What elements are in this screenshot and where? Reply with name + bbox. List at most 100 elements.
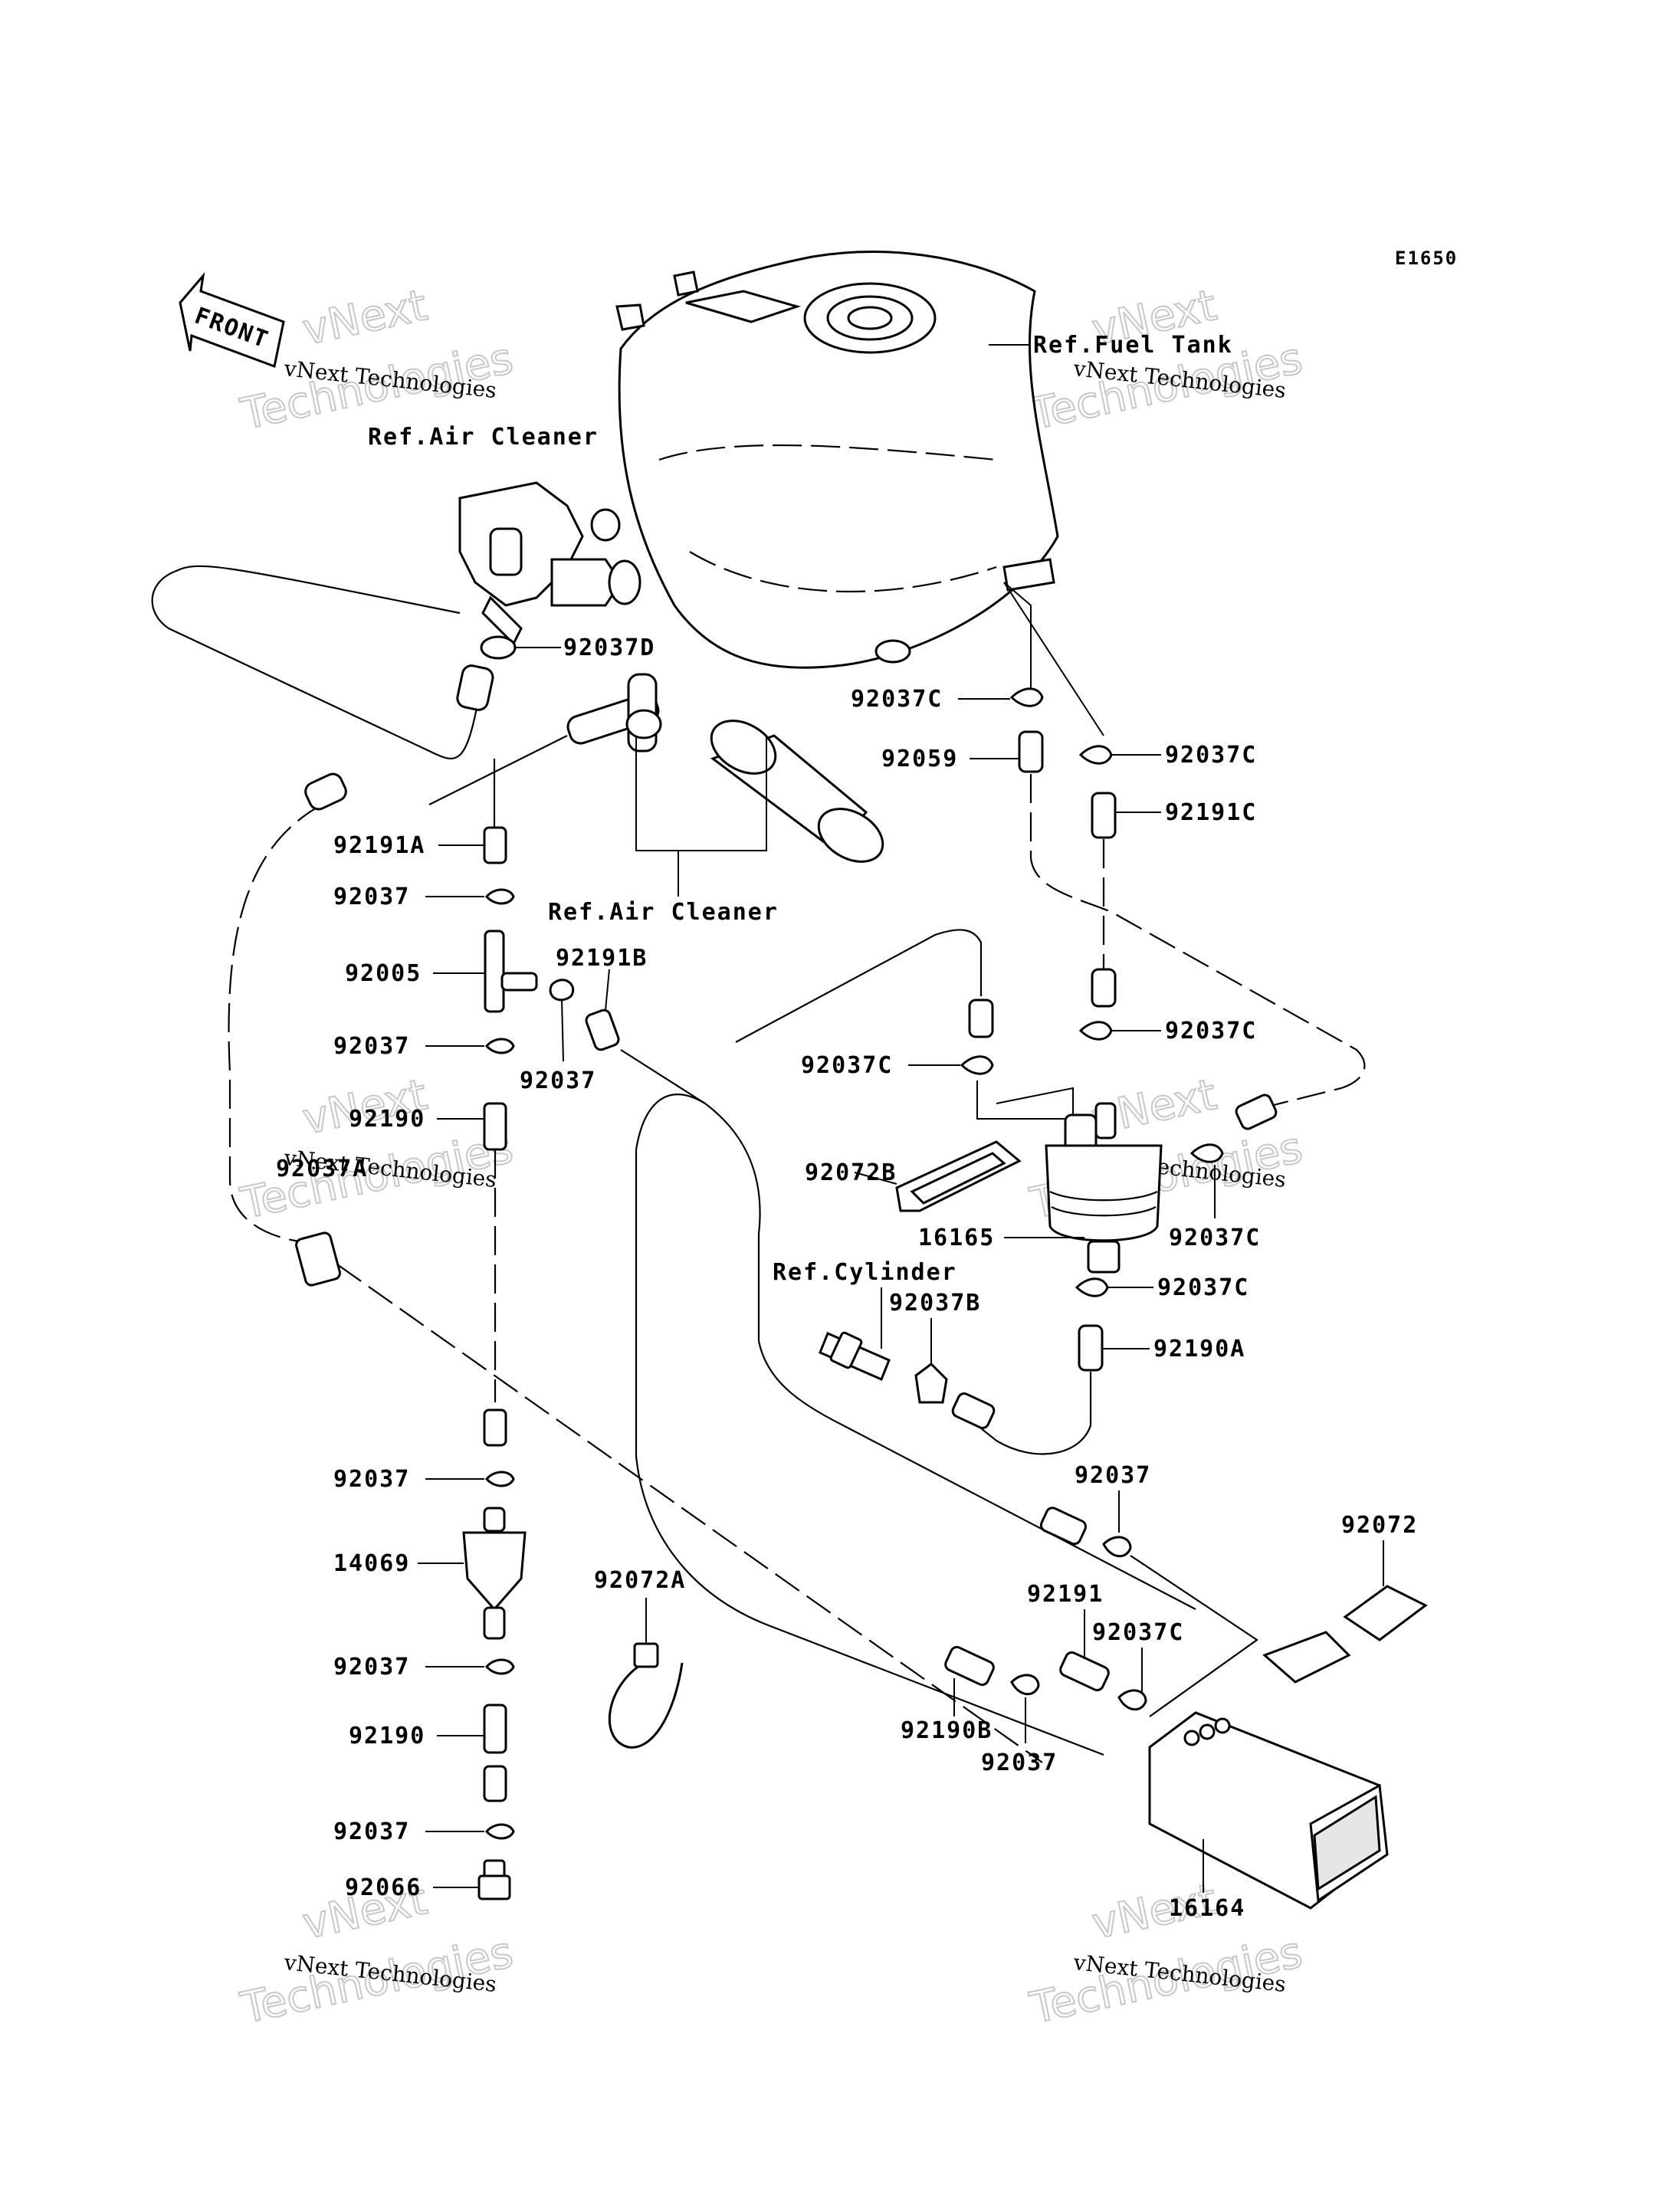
hose-92190A	[1078, 1324, 1104, 1372]
cap-92066	[477, 1859, 511, 1900]
hose-92191C-end	[1091, 968, 1117, 1008]
part-label-92059: 92059	[881, 746, 958, 772]
clamp-92037C-a	[1009, 687, 1044, 707]
svg-text:vNext: vNext	[298, 280, 431, 356]
front-arrow-icon: FRONT	[179, 272, 285, 369]
clamp-92037-g	[485, 1658, 515, 1675]
hose-92190-b	[483, 1703, 507, 1754]
tee-joint-air-cleaner	[566, 673, 662, 753]
watermark-bottom-right: vNext Technologies vNext Technologies	[1025, 1874, 1307, 2035]
part-label-92190-a: 92190	[349, 1106, 425, 1133]
hose-end-bottom	[483, 1765, 507, 1802]
part-label-92072A: 92072A	[594, 1567, 686, 1594]
part-label-92037A: 92037A	[276, 1156, 368, 1182]
part-label-92037B: 92037B	[889, 1290, 981, 1317]
watermark-mid-left: vNext Technologies vNext Technologies	[235, 1069, 517, 1230]
diagram-code: E1650	[1395, 248, 1458, 269]
clamp-92037A	[295, 1231, 341, 1287]
hose-92191	[1059, 1651, 1110, 1692]
part-label-92190-b: 92190	[349, 1723, 425, 1749]
clamp-92037C-g	[1117, 1689, 1147, 1711]
part-label-92037C-f: 92037C	[1157, 1274, 1249, 1301]
air-cleaner-valve	[458, 481, 641, 646]
clamp-92037C-e	[1189, 1143, 1224, 1163]
part-label-92037-g: 92037	[333, 1654, 410, 1681]
hose-92191B	[585, 1008, 620, 1051]
part-label-92037-b: 92037	[520, 1067, 596, 1094]
leader-92191B	[605, 969, 610, 1011]
part-label-16164: 16164	[1169, 1895, 1245, 1922]
part-label-92066: 92066	[345, 1874, 422, 1901]
part-label-14069: 14069	[333, 1550, 410, 1577]
part-label-92072B: 92072B	[805, 1159, 897, 1186]
leader-92072B	[854, 1172, 897, 1185]
part-label-92037-e: 92037	[333, 1466, 410, 1493]
part-label-92037-h: 92037	[333, 1818, 410, 1845]
part-label-92190A: 92190A	[1153, 1336, 1245, 1362]
part-label-92190B: 92190B	[901, 1717, 993, 1744]
hose-center-right	[1039, 1507, 1088, 1546]
clamp-92037C-f	[1075, 1277, 1109, 1297]
clamp-92037C-b	[1078, 745, 1113, 765]
bracket-92072	[1262, 1585, 1428, 1684]
watermark-top-left: vNext Technologies vNext Technologies	[235, 280, 517, 441]
air-cleaner-bracket	[635, 736, 767, 851]
clamp-92037C-d	[960, 1055, 994, 1075]
hose-loop-lower	[635, 1094, 1104, 1756]
hose-92190A-route	[957, 1372, 1092, 1455]
ref-air-cleaner-top-label: Ref.Air Cleaner	[368, 424, 599, 451]
hose-joint-left	[304, 772, 347, 811]
hose-92190-a	[483, 1102, 507, 1151]
ref-air-cleaner-mid-label: Ref.Air Cleaner	[548, 899, 779, 926]
hose-end-lower	[483, 1408, 507, 1447]
clamp-92037-b	[549, 979, 575, 1002]
hose-92190B	[944, 1645, 995, 1687]
hose-92191C	[1091, 792, 1117, 839]
part-label-92037C-c: 92037C	[1165, 1018, 1257, 1044]
part-label-92037C-g: 92037C	[1092, 1619, 1184, 1646]
part-label-92037C-b: 92037C	[1165, 742, 1257, 769]
hose-end-right	[1235, 1094, 1278, 1130]
canister-16164	[1148, 1711, 1389, 1910]
part-label-16165: 16165	[918, 1225, 995, 1251]
hose-92059-route	[1029, 774, 1366, 1109]
fuel-tank	[615, 251, 1059, 669]
part-label-92037-d: 92037	[1075, 1462, 1151, 1489]
clamp-92037D	[480, 635, 517, 660]
hose-end-92037C-d	[968, 998, 994, 1038]
tank-to-92037C-a	[1003, 582, 1032, 690]
part-label-92191B: 92191B	[556, 945, 648, 972]
band-92072A	[608, 1642, 684, 1749]
hose-to-canister	[1130, 1555, 1258, 1717]
diagonal-hose-upper	[620, 1049, 1196, 1610]
part-label-92037-c: 92037	[333, 1033, 410, 1060]
leader-92037-b	[561, 999, 564, 1062]
part-label-92191C: 92191C	[1165, 799, 1257, 826]
clamp-92037-h	[485, 1823, 515, 1840]
clamp-92037-d	[1102, 1536, 1132, 1558]
clamp-92037-f	[1010, 1674, 1040, 1696]
part-label-92037-f: 92037	[981, 1749, 1058, 1776]
clamp-92037-c	[485, 1038, 515, 1054]
fuel-filter-14069	[462, 1507, 527, 1640]
watermark-top-right: vNext Technologies vNext Technologies	[1025, 280, 1307, 441]
hose-92191A	[483, 826, 507, 864]
line-92037C-d-to-filter	[976, 1080, 1074, 1120]
part-label-92037C-d: 92037C	[801, 1052, 893, 1079]
part-label-92191A: 92191A	[333, 832, 425, 859]
part-label-92037C-e: 92037C	[1169, 1225, 1261, 1251]
tee-92005	[484, 930, 538, 1013]
clamp-92037-a	[485, 888, 515, 905]
clamp-92037-e	[485, 1471, 515, 1487]
clip-92037B	[914, 1362, 948, 1404]
part-label-92072: 92072	[1341, 1512, 1418, 1539]
left-long-hose	[228, 804, 323, 1243]
part-label-92191: 92191	[1027, 1581, 1104, 1608]
hose-upper-right-loop	[735, 929, 983, 1043]
hose-joint-top	[456, 664, 494, 711]
cylinder-fitting	[819, 1331, 891, 1381]
hose-cylinder	[951, 1392, 996, 1429]
tank-to-92037C-b	[1003, 582, 1104, 736]
hose-92059	[1018, 730, 1044, 773]
